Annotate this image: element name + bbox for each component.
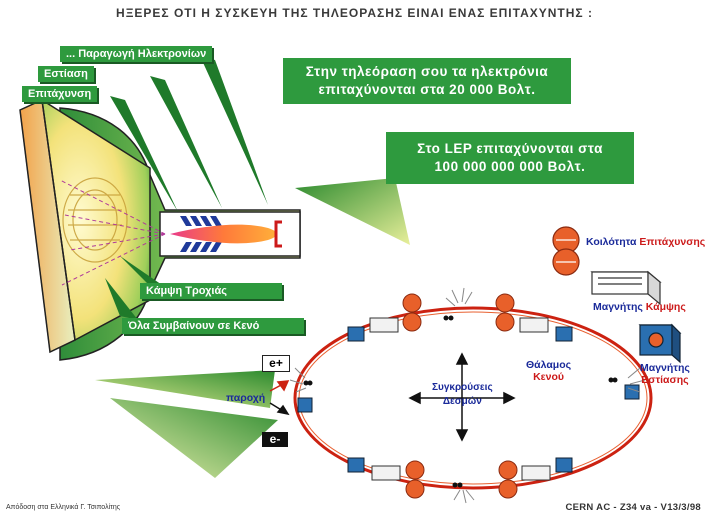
label-electron-production: ... Παραγωγή Ηλεκτρονίων [60,46,213,62]
lep-voltage-box: Στο LEP επιταχύνονται στα 100 000 000 00… [386,132,634,184]
focus-magnets [297,326,640,473]
center-arrows [408,352,516,442]
label-acceleration: Επιτάχυνση [22,86,98,102]
injection-arrows [269,380,290,392]
label-collisions-line1: Συγκρούσεις [432,382,493,393]
electron-beam [170,224,277,244]
label-collisions: Συγκρούσεις Δεσμών [432,381,493,409]
bunch-markers [303,315,618,488]
cone-left-lower [110,398,278,478]
cone-lep [295,178,410,245]
focus-coils [180,216,222,252]
footer-reference: CERN AC - Z34 va - V13/3/98 [565,502,701,513]
label-trajectory-bending: Κάμψη Τροχιάς [140,283,282,299]
label-vacuum-chamber: Θάλαμος Κενού [526,359,571,383]
label-cavity: Κοιλότητα Επιτάχυνσης [586,236,705,248]
electron-badge: e- [262,432,288,447]
collision-bursts [289,287,646,504]
label-supply: παροχή [226,392,266,404]
label-chamber-word2: Κενού [533,371,565,383]
bending-magnets [369,317,551,481]
footer-translation-credit: Απόδοση στα Ελληνικά Γ. Τσιπολίτης [6,504,121,511]
label-bending-magnet: Μαγνήτης Κάμψης [593,301,686,313]
tv-voltage-line1: Στην τηλεόραση σου τα ηλεκτρόνια [305,64,549,79]
focus-magnet-icon [638,323,682,364]
label-focusing: Εστίαση [38,66,94,82]
beam-fan [59,179,166,286]
label-cavity-word2: Επιτάχυνσης [639,236,706,248]
lep-voltage-line1: Στο LEP επιταχύνονται στα [417,141,603,156]
label-focus-magnet: Μαγνήτης Εστίασης [640,362,690,386]
positron-badge: e+ [262,355,290,372]
bending-magnet-icon [590,270,662,306]
cathode [274,220,282,248]
tv-voltage-box: Στην τηλεόραση σου τα ηλεκτρόνια επιταχύ… [283,58,571,104]
page-title: ΗΞΕΡΕΣ ΟΤΙ Η ΣΥΣΚΕΥΗ ΤΗΣ ΤΗΛΕΟΡΑΣΗΣ ΕΙΝΑ… [116,6,593,20]
label-collisions-line2: Δεσμών [442,396,482,407]
tv-voltage-line2: επιταχύνονται στα 20 000 Βολτ. [318,82,536,97]
lep-voltage-line2: 100 000 000 000 Βολτ. [434,159,586,174]
accel-cavities [402,293,518,499]
label-bending-word1: Μαγνήτης [593,301,643,313]
label-focus-word1: Μαγνήτης [640,362,690,374]
label-focus-word2: Εστίασης [641,374,689,386]
label-bending-word2: Κάμψης [645,301,686,313]
label-pointers [105,56,268,320]
ring-track [293,306,653,490]
tv-tube [19,98,301,361]
label-chamber-word1: Θάλαμος [526,359,572,371]
screen-scan [62,177,128,263]
label-all-in-vacuum: Όλα Συμβαίνουν σε Κενό [122,318,304,334]
cavity-icon [552,226,580,276]
cone-left [95,370,275,408]
label-cavity-word1: Κοιλότητα [586,236,637,248]
lep-ring [269,287,653,504]
